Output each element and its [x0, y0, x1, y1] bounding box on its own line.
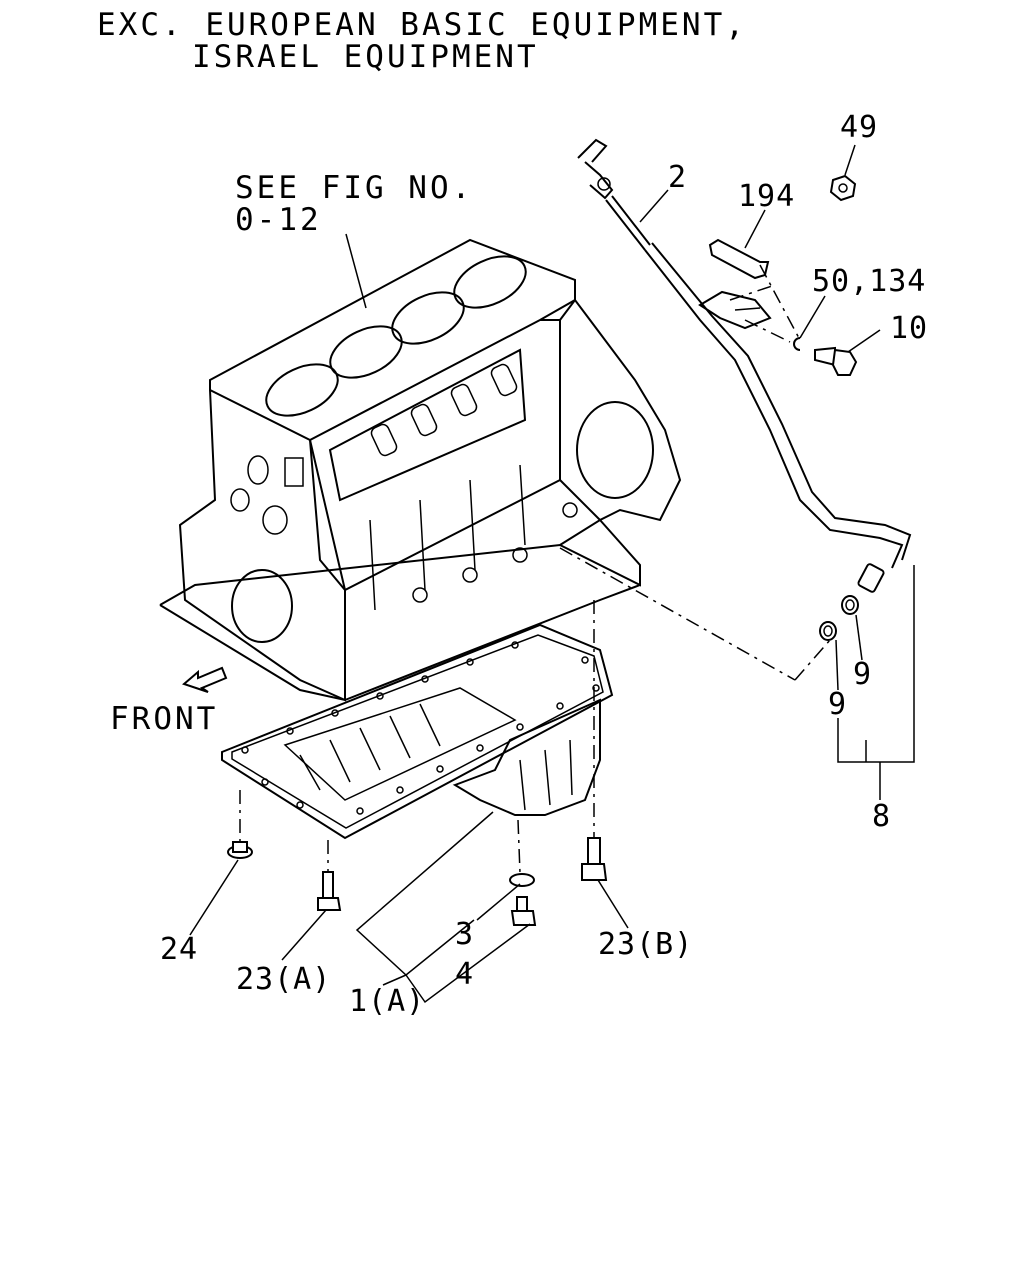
o-ring-9-lower	[819, 621, 837, 641]
callout-23a: 23(A)	[236, 962, 332, 997]
callout-2: 2	[668, 160, 688, 195]
dipstick-assembly	[577, 138, 912, 593]
callout-49: 49	[840, 110, 879, 145]
washer-3	[509, 873, 535, 887]
engine-block	[159, 238, 682, 702]
callout-1a: 1(A)	[349, 984, 426, 1019]
header-line-1: EXC. EUROPEAN BASIC EQUIPMENT,	[97, 7, 747, 43]
callout-3: 3	[455, 917, 475, 952]
callout-9-lower: 9	[828, 687, 848, 722]
bolt-23a	[317, 871, 342, 911]
front-label: FRONT	[110, 701, 219, 737]
callout-50-134: 50,134	[812, 264, 927, 299]
oil-pan	[221, 623, 614, 840]
bolt-10	[814, 346, 858, 376]
washer-24	[227, 841, 253, 859]
callout-leaders	[189, 144, 915, 1004]
stud-194	[708, 238, 770, 280]
reference-line-1: SEE FIG NO.	[235, 170, 474, 206]
washer-50-134	[793, 337, 801, 351]
bolt-23b	[581, 837, 608, 881]
o-ring-9-upper	[841, 595, 859, 615]
callout-10: 10	[890, 311, 929, 346]
nut-49	[829, 174, 857, 202]
callout-23b: 23(B)	[598, 927, 694, 962]
callout-8: 8	[872, 799, 892, 834]
drain-plug-4	[510, 896, 537, 926]
callout-9-upper: 9	[853, 657, 873, 692]
callout-4: 4	[455, 957, 475, 992]
header-line-2: ISRAEL EQUIPMENT	[192, 39, 539, 75]
front-arrow-icon	[182, 666, 228, 693]
callout-24: 24	[160, 932, 199, 967]
callout-194: 194	[738, 179, 796, 214]
assembly-centerlines	[239, 264, 831, 874]
reference-line-2: 0-12	[235, 202, 322, 238]
